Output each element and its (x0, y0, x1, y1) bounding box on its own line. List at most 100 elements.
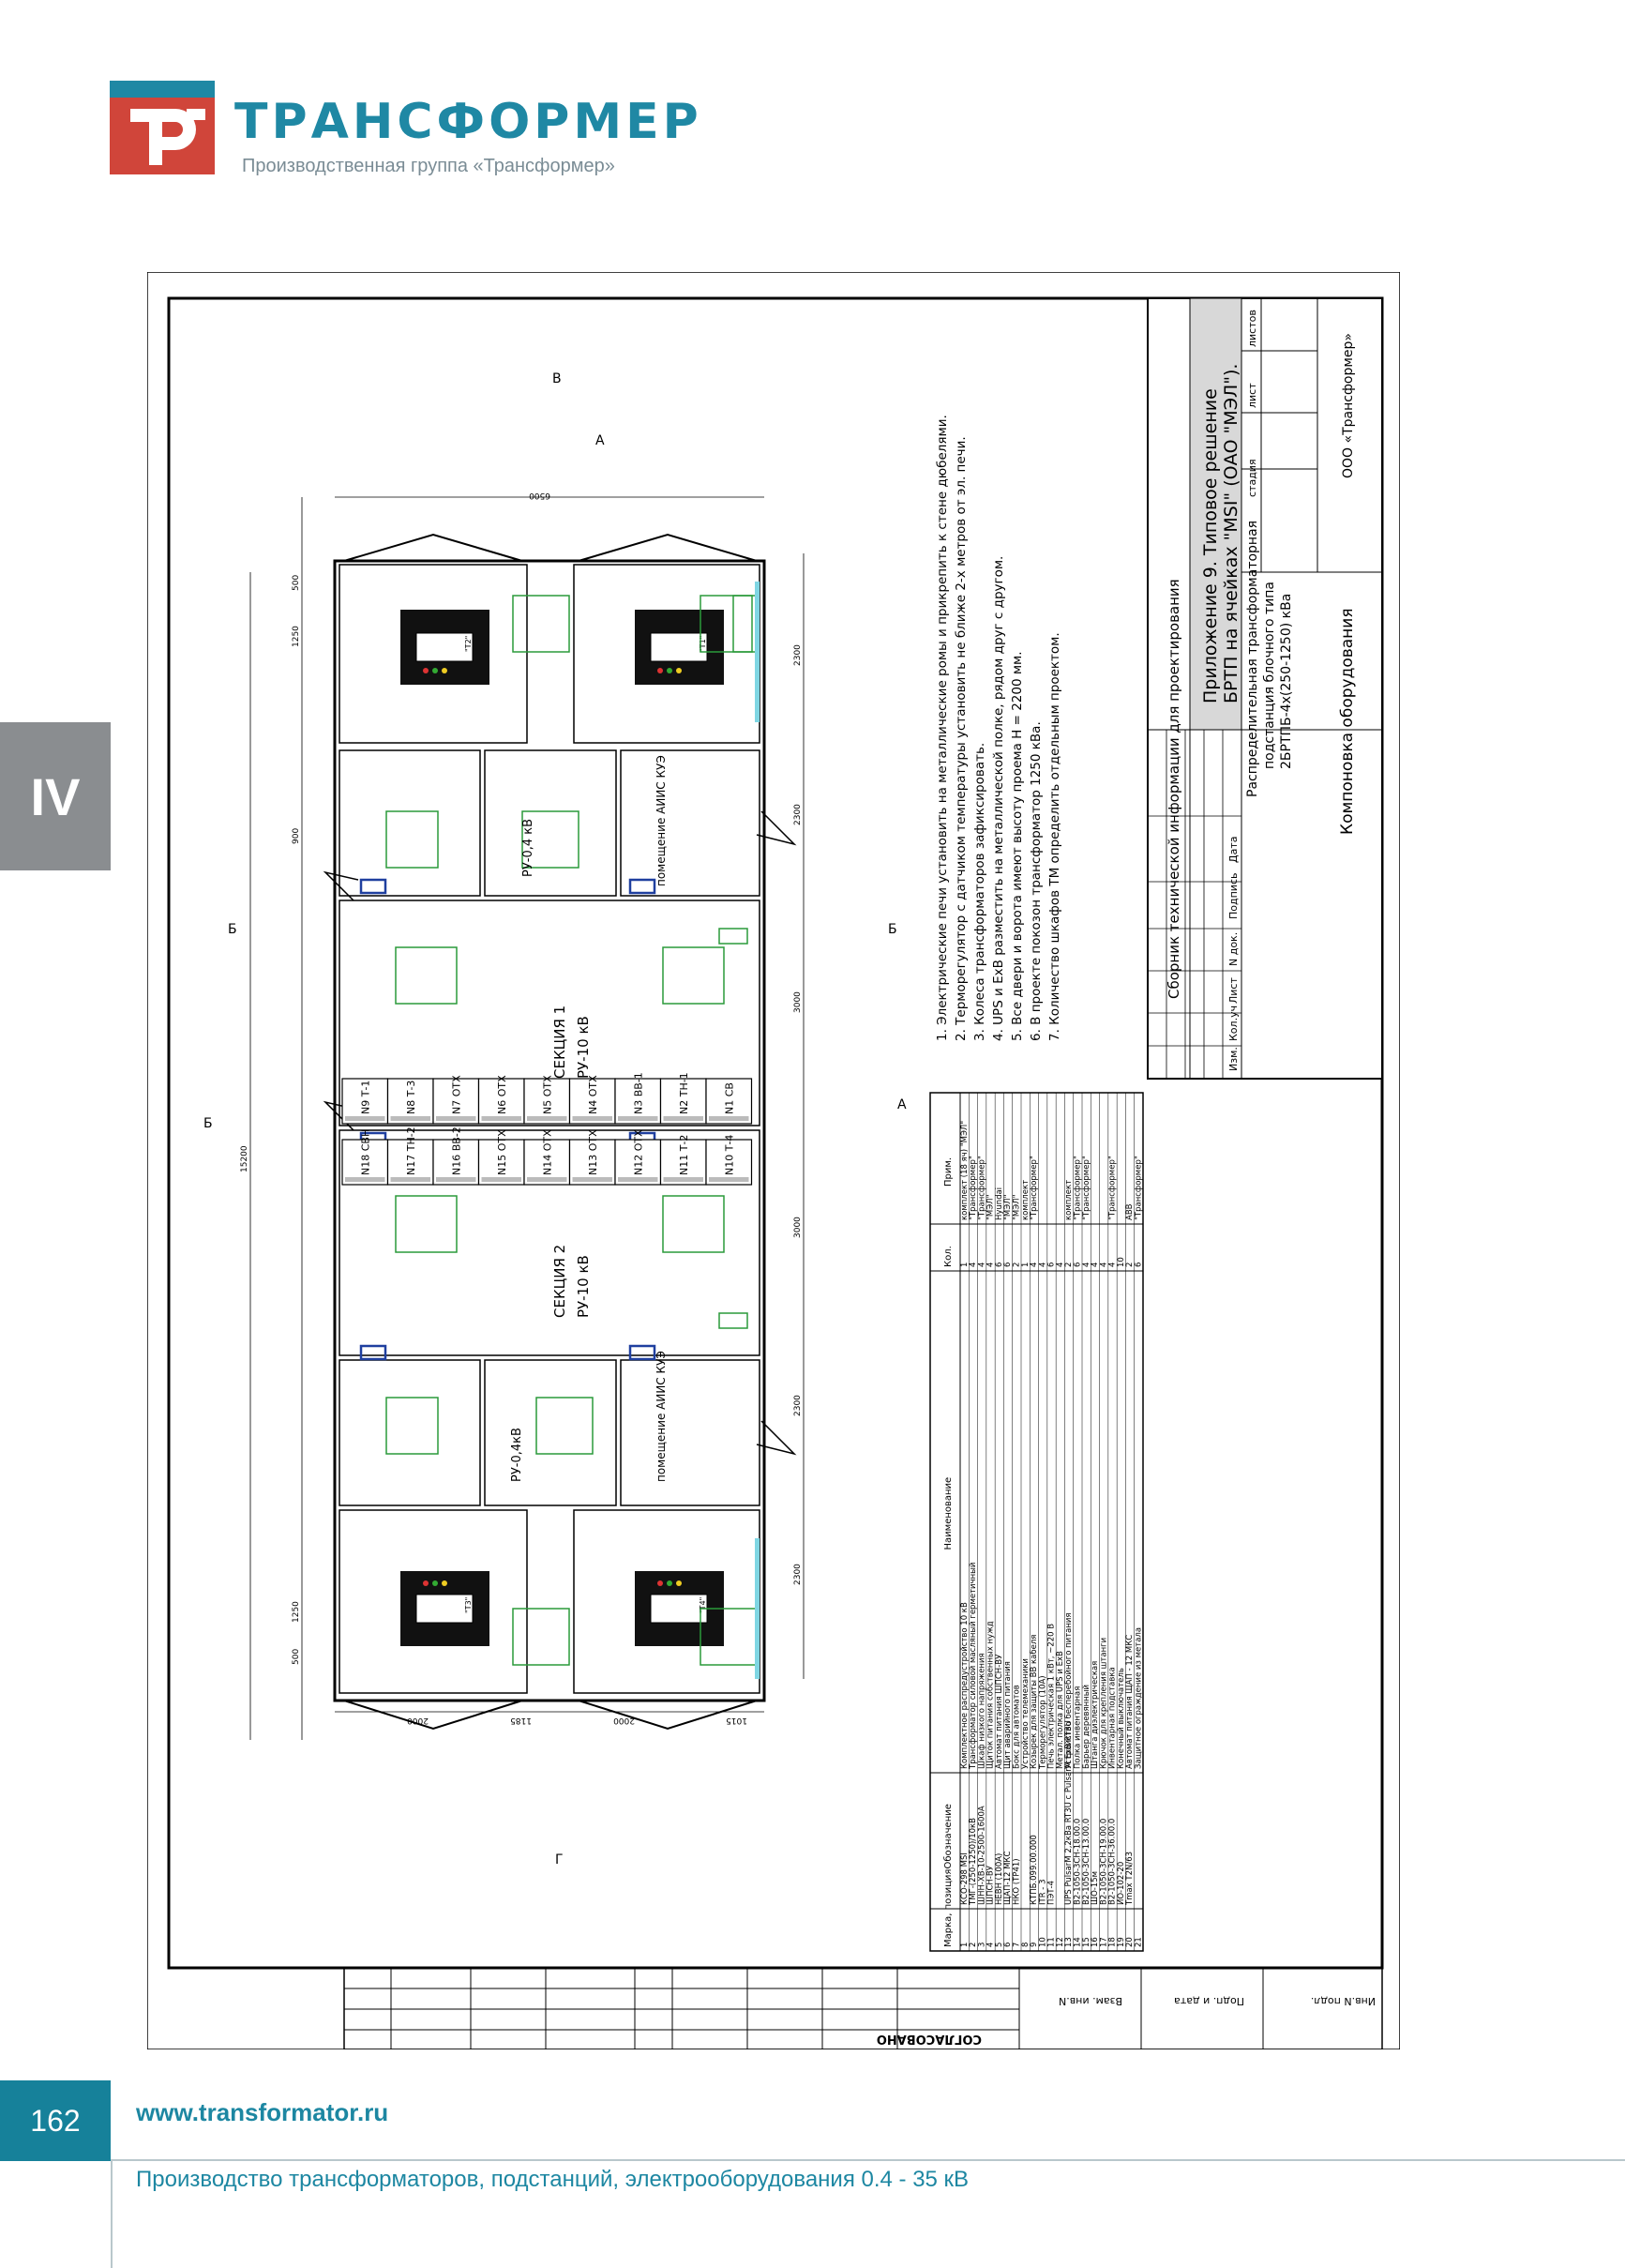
spec-row-19-col-1: Tmax T2N/63 (1125, 1852, 1135, 1906)
spec-row-17-col-0: 18 (1108, 1937, 1118, 1947)
brand-subtitle: Производственная группа «Трансформер» (242, 156, 615, 176)
spec-row-17-col-2: Инвентарная подставка (1108, 1667, 1118, 1769)
spec-row-3-col-3: 4 (986, 1263, 996, 1267)
spec-row-14-col-0: 15 (1082, 1937, 1091, 1947)
company-name: ООО «Трансформер» (1341, 333, 1356, 478)
spec-row-20-col-3: 6 (1135, 1263, 1144, 1267)
approval-col-3: Инв.N подл. (1311, 1995, 1376, 2007)
spec-row-8-col-3: 4 (1030, 1263, 1039, 1267)
spec-row-20-col-4: "Трансформер" (1135, 1156, 1144, 1220)
sign-col-0: Изм. (1227, 1047, 1240, 1071)
sheet-name: Компоновка оборудования (1338, 608, 1357, 835)
spec-row-13-col-3: 6 (1074, 1263, 1083, 1267)
transformer-label-t1: "Т1" (699, 636, 707, 652)
section2-cell-label-8: N10 Т-4 (723, 1135, 735, 1175)
section2-cell-label-5: N13 ОТХ (587, 1129, 599, 1175)
spec-row-4-col-2: Автомат питания ШПСН-ВУ (995, 1654, 1004, 1769)
spec-row-13-col-1: В2-1050-3СН-18.00.0 (1074, 1819, 1083, 1905)
spec-row-17-col-3: 4 (1108, 1263, 1118, 1267)
spec-row-2-col-3: 4 (977, 1263, 986, 1267)
title-block: Сборник технической информации для проек… (1147, 297, 1383, 1080)
spec-row-16-col-2: Крючок для крепления штанги (1099, 1638, 1108, 1769)
spec-row-18-col-2: Конечный выключатель (1117, 1668, 1126, 1769)
object-line1: Распределительная трансформаторная (1245, 521, 1260, 797)
transformer-label-t3: "Т3" (464, 1597, 473, 1613)
note-3: 3. Колеса трансформаторов зафиксировать. (972, 743, 987, 1041)
object-line2: подстанция блочного типа (1262, 582, 1277, 769)
ru04-label-bottom: РУ-0,4кВ (510, 1428, 524, 1482)
spec-row-2-col-4: "Трансформер" (977, 1156, 986, 1220)
dim-bottom-1: 2000 (407, 1716, 429, 1725)
page-number: 162 (0, 2080, 111, 2161)
stage-label: стадия (1246, 459, 1258, 497)
spec-row-6-col-4: "МЭЛ" (1013, 1194, 1022, 1220)
mark-b-left: Б (203, 1116, 213, 1131)
section1-cell-label-5: N4 ОТХ (587, 1075, 599, 1114)
spec-row-0-col-2: Комплектное распредустройство 10 кВ (960, 1602, 970, 1769)
spec-row-2-col-1: ШНН-ХВ-10-2500-1600А (977, 1806, 986, 1905)
section1-label: СЕКЦИЯ 1 (551, 1005, 568, 1079)
aiis-label-bottom: помещение АИИС КУЭ (655, 1351, 668, 1482)
section2-cell-label-1: N17 ТН-2 (405, 1126, 417, 1175)
dim-left-5: 500 (292, 1649, 301, 1665)
dim-side-1: 2300 (793, 644, 803, 666)
spec-row-15-col-0: 16 (1091, 1937, 1100, 1947)
website-link[interactable]: www.transformator.ru (136, 2098, 389, 2126)
spec-row-5-col-0: 6 (1003, 1943, 1013, 1947)
section1-cell-hatch-8 (709, 1116, 749, 1121)
section2-cell-label-0: N18 СВН (359, 1129, 371, 1175)
mark-g: Г (555, 1852, 564, 1867)
spec-row-11-col-2: Метал. полка для UPS и ExB (1056, 1651, 1065, 1769)
spec-row-15-col-3: 4 (1091, 1263, 1100, 1267)
dim-top: 6500 (529, 491, 550, 500)
mark-b-top: В (552, 371, 562, 386)
spec-row-9-col-0: 10 (1038, 1937, 1047, 1947)
spec-row-7-col-2: Устройство телемеханики (1021, 1658, 1031, 1769)
spec-row-15-col-1: ШО-15м (1091, 1871, 1100, 1905)
spec-row-10-col-1: ПЭТ-4 (1047, 1881, 1057, 1905)
section1-cell-hatch-1 (390, 1116, 430, 1121)
transformer-t2: "Т2" (400, 610, 489, 685)
section2-cell-label-2: N16 ВВ-2 (450, 1126, 462, 1175)
spec-row-20-col-0: 21 (1135, 1937, 1144, 1947)
note-5: 5. Все двери и ворота имеют высоту проем… (1010, 651, 1025, 1041)
section2-cell-hatch-8 (709, 1177, 749, 1182)
section2-cell-label-3: N15 ОТХ (496, 1129, 508, 1175)
spec-row-4-col-0: 5 (995, 1943, 1004, 1947)
section1-cell-hatch-0 (345, 1116, 385, 1121)
spec-row-3-col-1: ШПСН-ВУ (986, 1865, 996, 1905)
spec-row-10-col-2: Печь электрическая 1 кВт, ~220 В (1047, 1624, 1057, 1769)
spec-row-8-col-4: "Трансформер" (1030, 1156, 1039, 1220)
dim-side-3: 3000 (793, 991, 803, 1013)
spec-row-4-col-1: НЕВН (100А) (995, 1853, 1004, 1905)
spec-row-1-col-3: 4 (969, 1263, 978, 1267)
spec-row-14-col-4: "Трансформер" (1082, 1156, 1091, 1220)
spec-header-0: Марка, позиция (943, 1869, 954, 1947)
sign-col-2: Лист (1227, 977, 1240, 1004)
section2-cell-hatch-7 (663, 1177, 703, 1182)
transformer-t4: "Т4" (635, 1571, 724, 1646)
section1-cell-label-8: N1 СВ (723, 1082, 735, 1114)
dim-left-total: 15200 (240, 1145, 249, 1172)
spec-row-12-col-0: 13 (1064, 1937, 1074, 1947)
section1-cell-label-7: N2 ТН-1 (678, 1072, 690, 1114)
approval-strip: СОГЛАСОВАНО Взам. инв.N Подп. и дата Инв… (343, 1967, 1383, 2049)
section2-cell-hatch-6 (618, 1177, 658, 1182)
section2-cell-label-7: N11 Т-2 (678, 1135, 690, 1175)
ru04-label-top: РУ-0,4 кВ (521, 819, 535, 877)
spec-row-18-col-3: 10 (1117, 1257, 1126, 1267)
transformer-t1: "Т1" (635, 610, 724, 685)
spec-row-5-col-3: 6 (1003, 1263, 1013, 1267)
section-tab: IV (0, 722, 111, 870)
spec-row-19-col-0: 20 (1125, 1937, 1135, 1947)
spec-row-13-col-4: "Трансформер" (1074, 1156, 1083, 1220)
floor-plan: 15200 500 1250 900 1250 500 6500 2300 23… (203, 371, 907, 1867)
spec-row-9-col-3: 4 (1038, 1263, 1047, 1267)
sign-col-3: N док. (1227, 932, 1240, 966)
mark-b-right: Б (888, 922, 897, 937)
section1-cell-hatch-2 (436, 1116, 476, 1121)
spec-row-0-col-4: комплект (18 яч) "МЭЛ" (960, 1121, 970, 1220)
sign-col-1: Кол.уч (1227, 1005, 1240, 1041)
mark-a-top: А (595, 433, 605, 448)
